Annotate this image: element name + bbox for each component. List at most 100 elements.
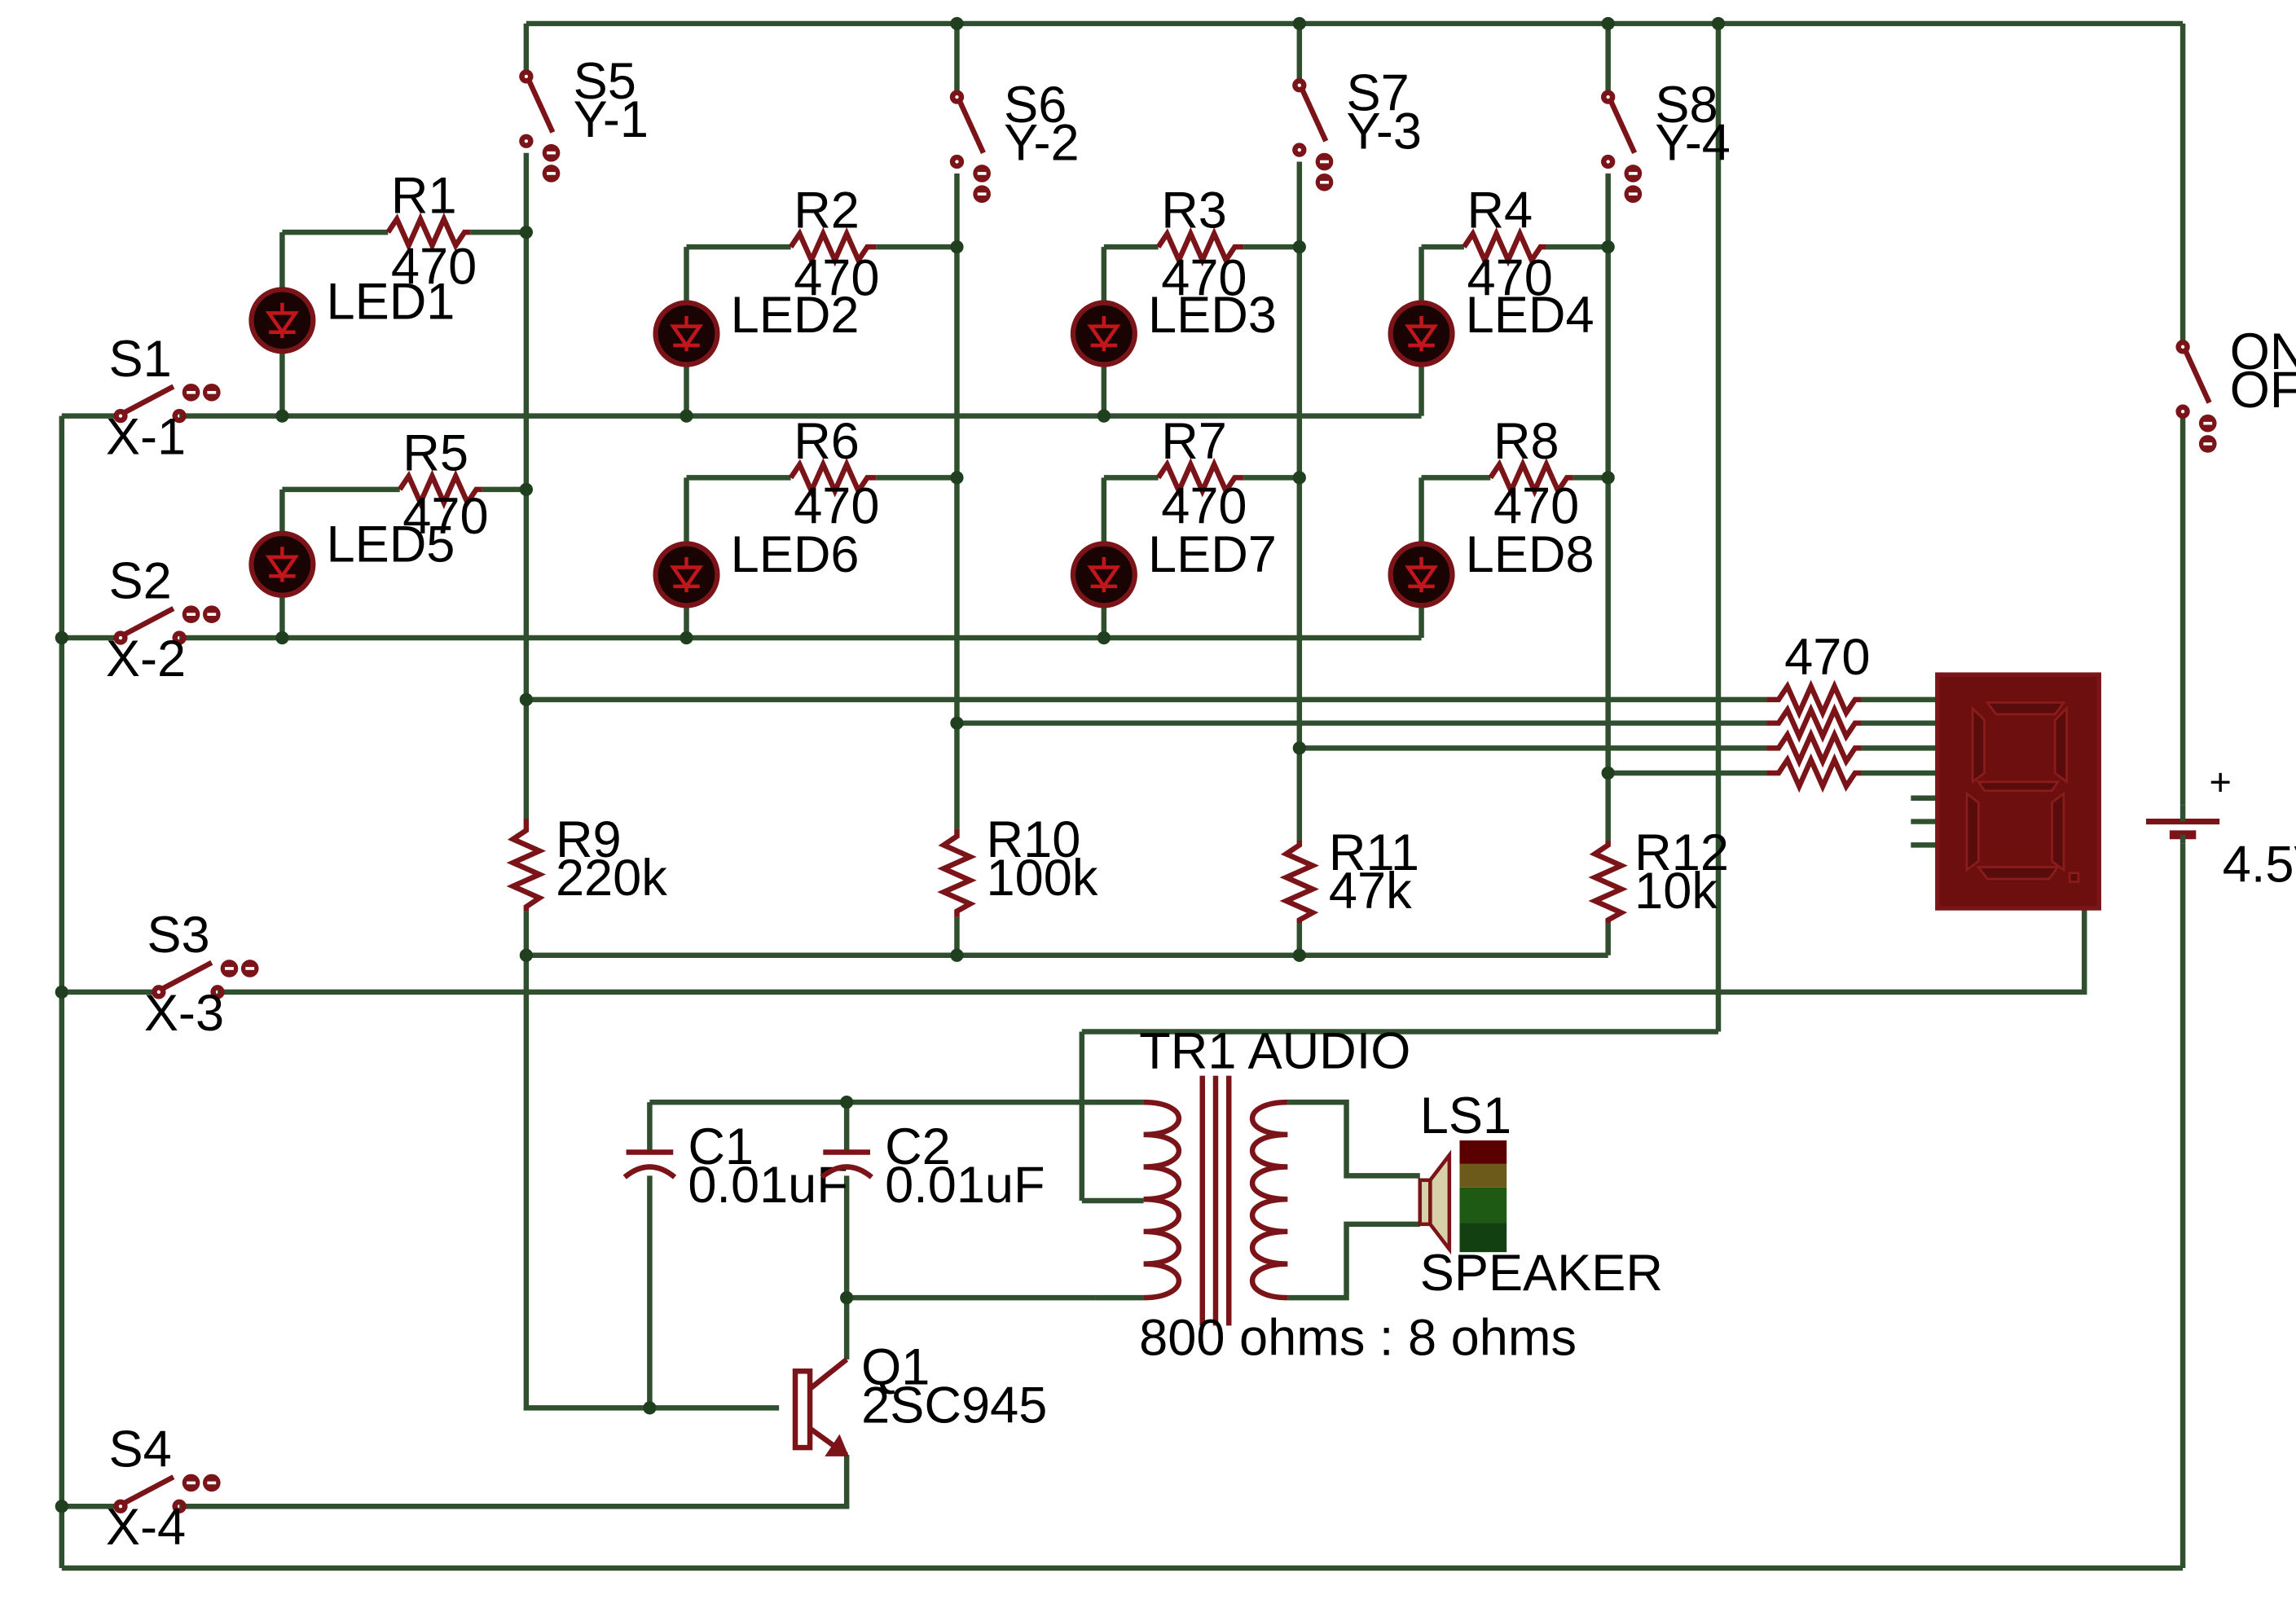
switch-s2[interactable]: S2 X-2 bbox=[106, 552, 221, 687]
led-label: LED2 bbox=[731, 287, 860, 344]
resistor-r3: R3 470 bbox=[1155, 182, 1247, 307]
capacitor-c2: C2 0.01uF bbox=[820, 1118, 1045, 1214]
led-label: LED3 bbox=[1148, 287, 1277, 344]
junction-dot bbox=[950, 240, 964, 254]
wires bbox=[59, 20, 2186, 1571]
resistor-r11: R11 47k bbox=[1279, 824, 1419, 924]
speaker-ls1: LS1 SPEAKER bbox=[1418, 1087, 1663, 1302]
switch-label: S5 bbox=[574, 53, 636, 110]
resistor-value: 220k bbox=[556, 850, 667, 907]
switch-value: X-3 bbox=[144, 985, 224, 1042]
led-label: LED8 bbox=[1466, 526, 1594, 583]
resistor-r8: R8 470 bbox=[1488, 413, 1579, 534]
resistor-value: 100k bbox=[987, 850, 1098, 907]
junction-dot bbox=[680, 630, 693, 645]
led-5: LED5 bbox=[249, 516, 455, 598]
junction-dot bbox=[1601, 766, 1615, 780]
switch-label: S4 bbox=[109, 1421, 172, 1478]
led-4: LED4 bbox=[1388, 287, 1594, 367]
junction-dot bbox=[1711, 16, 1726, 31]
resistor-r4: R4 470 bbox=[1462, 182, 1553, 307]
switch-value: X-1 bbox=[106, 409, 186, 466]
battery-voltage: 4.5V bbox=[2223, 837, 2296, 894]
resistor-value: 47k bbox=[1329, 863, 1412, 920]
junction-dot bbox=[1292, 240, 1306, 254]
resistor-value: 470 bbox=[1467, 250, 1552, 307]
transformer-tr1: TR1 AUDIO 800 ohms : 8 ohms bbox=[1139, 1023, 1577, 1367]
led-label: LED4 bbox=[1466, 287, 1594, 344]
resistor-label: R8 bbox=[1493, 413, 1559, 470]
switch-label: S8 bbox=[1655, 77, 1718, 134]
led-label: LED7 bbox=[1148, 526, 1277, 583]
resistor-label: R2 bbox=[794, 182, 860, 239]
switch-label: S3 bbox=[147, 907, 209, 964]
transistor-value: 2SC945 bbox=[861, 1377, 1047, 1434]
transformer-ratio: 800 ohms : 8 ohms bbox=[1139, 1309, 1577, 1366]
switch-label: S1 bbox=[109, 331, 172, 388]
resistor-label: R4 bbox=[1467, 182, 1533, 239]
junction-dot bbox=[519, 948, 533, 962]
switch-s1[interactable]: S1 X-1 bbox=[106, 331, 221, 466]
capacitor-c1: C1 0.01uF bbox=[622, 1118, 848, 1214]
speaker-type: SPEAKER bbox=[1420, 1245, 1663, 1302]
junction-dots bbox=[55, 16, 1726, 1513]
switch-label: S2 bbox=[109, 552, 172, 609]
seven-segment-display bbox=[1935, 672, 2101, 911]
junction-dot bbox=[643, 1401, 657, 1415]
junction-dot bbox=[1601, 471, 1615, 485]
switch-s6[interactable]: S6 Y-2 bbox=[949, 77, 1080, 204]
led-6: LED6 bbox=[653, 526, 860, 608]
switch-value: X-2 bbox=[106, 630, 186, 687]
junction-dot bbox=[840, 1096, 854, 1109]
resistor-r5: R5 470 bbox=[398, 424, 489, 545]
resistor-value: 10k bbox=[1634, 863, 1718, 920]
led-label: LED5 bbox=[327, 516, 455, 573]
resistor-label: R3 bbox=[1161, 182, 1227, 239]
junction-dot bbox=[275, 409, 289, 423]
resistor-label: R1 bbox=[391, 168, 457, 225]
transformer-label: TR1 AUDIO bbox=[1139, 1023, 1410, 1080]
junction-dot bbox=[840, 1290, 854, 1305]
capacitor-value: 0.01uF bbox=[688, 1157, 848, 1214]
junction-dot bbox=[1292, 16, 1306, 31]
resistor-label: R6 bbox=[794, 413, 860, 470]
resistor-r2: R2 470 bbox=[788, 182, 880, 307]
resistor-label: R7 bbox=[1161, 413, 1227, 470]
resistor-value: 470 bbox=[1493, 477, 1579, 534]
switch-s5[interactable]: S5 Y-1 bbox=[519, 53, 649, 182]
led-2: LED2 bbox=[653, 287, 860, 367]
junction-dot bbox=[55, 630, 68, 645]
junction-dot bbox=[519, 482, 533, 496]
switch-s3[interactable]: S3 X-3 bbox=[144, 907, 259, 1042]
battery: + 4.5V bbox=[2145, 761, 2296, 894]
led-8: LED8 bbox=[1388, 526, 1594, 608]
resistor-r6: R6 470 bbox=[788, 413, 880, 534]
junction-dot bbox=[55, 1500, 68, 1513]
resistor-r7: R7 470 bbox=[1155, 413, 1247, 534]
junction-dot bbox=[1601, 16, 1615, 31]
switch-value: Y-1 bbox=[574, 91, 649, 148]
switch-s4[interactable]: S4 X-4 bbox=[106, 1421, 221, 1557]
switch-label: S7 bbox=[1347, 64, 1410, 121]
junction-dot bbox=[950, 716, 964, 730]
junction-dot bbox=[950, 471, 964, 485]
resistor-value: 470 bbox=[794, 250, 879, 307]
capacitor-label: C2 bbox=[885, 1118, 951, 1175]
junction-dot bbox=[1292, 741, 1306, 755]
resistor-value: 470 bbox=[1161, 477, 1247, 534]
power-switch[interactable]: ON OFF bbox=[2175, 323, 2296, 453]
resistor-value: 470 bbox=[1161, 250, 1247, 307]
junction-dot bbox=[1097, 409, 1111, 423]
junction-dot bbox=[950, 16, 964, 31]
led-1: LED1 bbox=[249, 274, 455, 354]
resistor-array-display: 470 bbox=[1766, 629, 1871, 793]
switch-value: X-4 bbox=[106, 1499, 186, 1556]
resistor-label: R11 bbox=[1329, 824, 1419, 881]
resistor-array-value: 470 bbox=[1784, 629, 1870, 686]
switch-s7[interactable]: S7 Y-3 bbox=[1292, 64, 1422, 191]
switch-s8[interactable]: S8 Y-4 bbox=[1601, 77, 1731, 204]
switch-value: Y-3 bbox=[1347, 103, 1422, 160]
junction-dot bbox=[275, 630, 289, 645]
junction-dot bbox=[519, 692, 533, 706]
